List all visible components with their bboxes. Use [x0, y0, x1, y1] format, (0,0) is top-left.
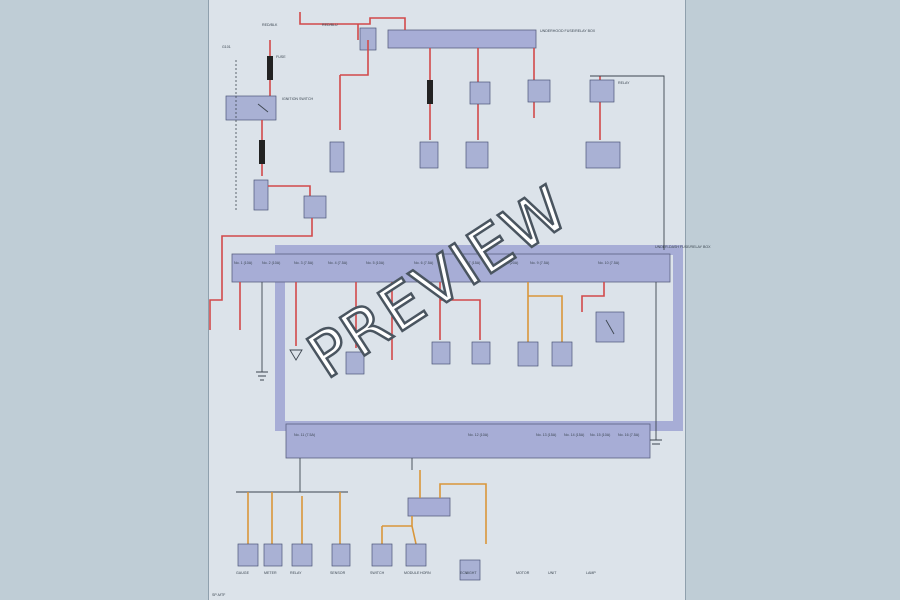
fuse-left-2-icon	[259, 140, 265, 164]
fuse-label-2: No. 2 (10A)	[262, 261, 280, 265]
fuse-label-6: No. 6 (7.5A)	[414, 261, 433, 265]
bottom-component-1	[237, 543, 259, 567]
bottom-box-label-1: No. 11 (7.5A)	[294, 433, 315, 437]
wire-left-relay	[268, 185, 311, 196]
bottom-component-5	[371, 543, 393, 567]
wire-bottom-orange-right	[381, 470, 487, 545]
drop-1-component	[419, 141, 439, 169]
bottom-component-6	[405, 543, 427, 567]
drop-2-relay	[469, 81, 491, 105]
bus-drop-g	[527, 282, 563, 342]
wire-top-a	[299, 12, 406, 30]
component-label-12: ECM	[460, 571, 468, 575]
fuse-label-3: No. 3 (7.5A)	[294, 261, 313, 265]
bottom-component-2	[263, 543, 283, 567]
switch-contact-icon	[257, 103, 269, 113]
component-label-10: UNIT	[548, 571, 557, 575]
bus-drop-f	[439, 282, 481, 340]
fuse-label-8: No. 8 (20A)	[500, 261, 518, 265]
component-label-5: SWITCH	[370, 571, 385, 575]
drop-4-relay	[589, 79, 615, 103]
top-wire-label-a: RED/BLK	[262, 23, 278, 27]
component-label-6: MODULE	[404, 571, 420, 575]
wire-mid-red	[339, 40, 369, 130]
component-label-3: RELAY	[290, 571, 302, 575]
fuse-label-1: No. 1 (10A)	[234, 261, 252, 265]
bottom-box-label-2: No. 12 (10A)	[468, 433, 488, 437]
mid-component-left	[329, 141, 345, 173]
bottom-box-label-3: No. 13 (15A)	[536, 433, 556, 437]
bottom-mid-bus	[407, 497, 451, 517]
drop-4-component	[585, 141, 621, 169]
relay-right-label: RELAY	[618, 81, 630, 85]
component-label-8: LIGHT	[466, 571, 477, 575]
ignition-switch-label: IGNITION SWITCH	[282, 97, 314, 101]
bus-drop-d-component	[345, 351, 365, 375]
ground-top-label: G101	[222, 45, 231, 49]
component-label-2: METER	[264, 571, 277, 575]
relay-small-component	[303, 195, 327, 219]
wire-black-right	[590, 75, 665, 250]
fuse-label-10: No. 10 (7.5A)	[598, 261, 619, 265]
fuse-label-7: No. 7 (15A)	[462, 261, 480, 265]
wire-left-loop	[209, 218, 313, 330]
ignition-switch-box	[225, 95, 277, 121]
underdash-bus-bar	[231, 253, 671, 283]
drop-2-component	[465, 141, 489, 169]
fuse-drop-1-icon	[427, 80, 433, 104]
underdash-box-label: UNDER-DASH FUSE/RELAY BOX	[655, 245, 711, 249]
fuse-left-1-label: FUSE	[276, 55, 286, 59]
drop-3-relay	[527, 79, 551, 103]
bottom-component-3	[291, 543, 313, 567]
fuse-label-5: No. 5 (10A)	[366, 261, 384, 265]
component-label-9: MOTOR	[516, 571, 530, 575]
wire-bottom-orange-left	[247, 492, 341, 544]
bottom-box-label-6: No. 16 (7.5A)	[618, 433, 639, 437]
bottom-component-4	[331, 543, 351, 567]
component-label-7: HORN	[420, 571, 431, 575]
bus-drop-h	[581, 282, 605, 312]
lower-bus-bar	[285, 423, 651, 459]
fuse-left-1-icon	[267, 56, 273, 80]
bus-drop-g-component-2	[551, 341, 573, 367]
ground-icon-3	[650, 432, 662, 445]
left-module-component	[253, 179, 269, 211]
wire-bottom-split	[236, 458, 348, 493]
footer-code: SP-MTF	[212, 593, 226, 597]
bottom-box-label-4: No. 14 (15A)	[564, 433, 584, 437]
bus-drop-g-component-1	[517, 341, 539, 367]
component-label-11: LAMP	[586, 571, 596, 575]
fuse-label-group: No. 1 (10A) No. 2 (10A) No. 3 (7.5A) No. 4 …	[234, 261, 619, 265]
underhood-box-label: UNDERHOOD FUSE/RELAY BOX	[540, 29, 596, 33]
underhood-bus-bar	[387, 29, 537, 49]
bottom-component-7	[459, 559, 481, 581]
bottom-label-group: No. 11 (7.5A) No. 12 (10A) No. 13 (15A) No.…	[294, 433, 639, 437]
bus-drop-f-component-2	[471, 341, 491, 365]
ground-icon-1	[256, 371, 268, 381]
top-wire-label-b: RED/BLU	[322, 23, 338, 27]
component-label-1: GAUGE	[236, 571, 250, 575]
relay-h-contact-icon	[605, 319, 615, 335]
bottom-box-label-5: No. 15 (10A)	[590, 433, 610, 437]
bus-drop-f-component-1	[431, 341, 451, 365]
fuse-label-9: No. 9 (7.5A)	[530, 261, 549, 265]
component-label-4: SENSOR	[330, 571, 346, 575]
fuse-label-4: No. 4 (7.5A)	[328, 261, 347, 265]
ground-icon-2	[289, 349, 303, 361]
